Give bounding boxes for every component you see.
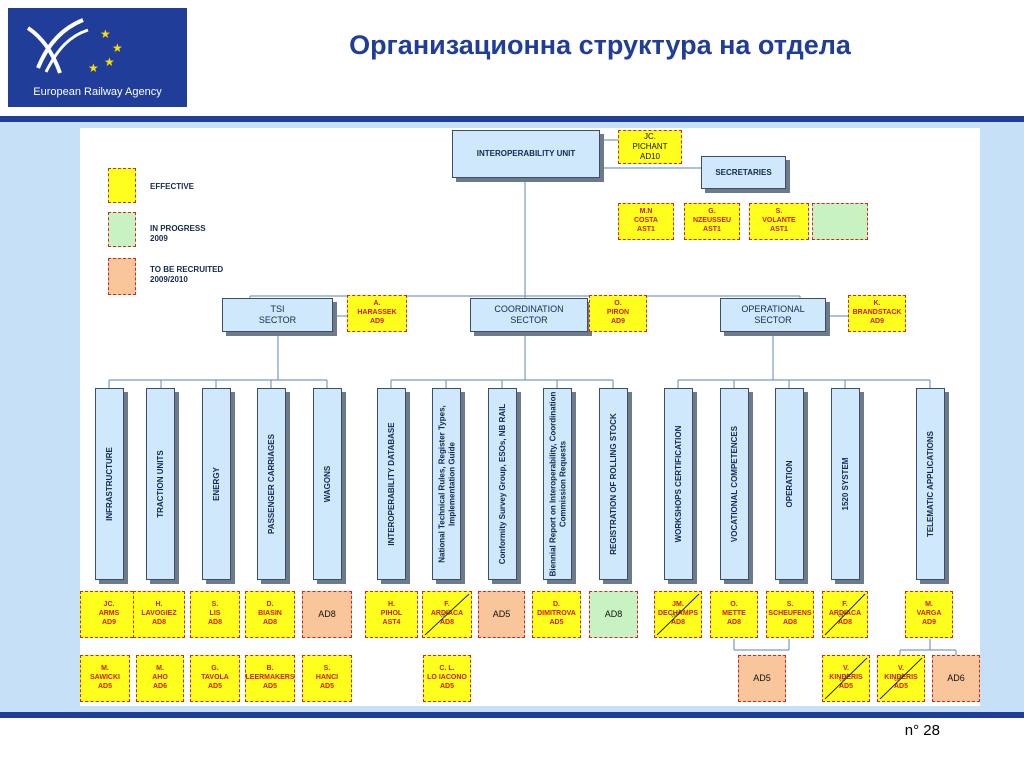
staff-tile-conformity-1: AD5 [478, 591, 525, 638]
staff-tile-national-rules-1: F. ARDIACA AD8 50% [422, 591, 472, 638]
era-logo: ★ ★ ★ ★ European Railway Agency [8, 8, 187, 107]
column-national-technical-rules: National Technical Rules, Register Types… [432, 388, 461, 580]
staff-tile-workshops-1-text: JM. DECHAMPS AD8 [657, 601, 699, 626]
secretary-tile-2: G. NZEUSSEU AST1 [684, 203, 740, 240]
column-operation: OPERATION [775, 388, 804, 580]
column-1520-system-label: 1520 SYSTEM [840, 457, 850, 511]
staff-tile-biennial-1: D. DIMITROVA AD5 [532, 591, 581, 638]
column-wagons: WAGONS [313, 388, 342, 580]
unit-head-tile: JC. PICHANT AD10 [618, 130, 682, 164]
column-conformity-survey: Conformity Survey Group, ESOs, NB RAIL [488, 388, 517, 580]
staff-tile-telematic-1: M. VARGA AD9 [905, 591, 953, 638]
staff-tile-operation-1: S. SCHEUFENS AD8 [766, 591, 814, 638]
staff-tile-energy-2: G. TAVOLA AD5 [190, 655, 240, 702]
svg-text:★: ★ [112, 41, 123, 55]
era-logo-icon: ★ ★ ★ ★ [26, 18, 123, 75]
oper-tile-kinderis-1: V. KINDERIS AD5 50% [822, 655, 870, 702]
column-biennial-report-label: Biennial Report on Interoperability, Coo… [547, 391, 567, 577]
secretaries-box: SECRETARIES [701, 156, 786, 189]
coordination-sector-head-tile: O. PIRON AD9 [589, 295, 647, 332]
oper-tile-kinderis-2-text: V. KINDERIS AD5 [884, 665, 918, 690]
column-national-technical-rules-label: National Technical Rules, Register Types… [436, 405, 456, 563]
oper-tile-kinderis-1-text: V. KINDERIS AD5 [829, 665, 863, 690]
tsi-sector-box: TSI SECTOR [222, 298, 333, 332]
secretary-tile-in-progress [812, 203, 868, 240]
column-vocational-competences-label: VOCATIONAL COMPETENCES [729, 425, 739, 543]
column-passenger-carriages: PASSENGER CARRIAGES [257, 388, 286, 580]
org-chart: EFFECTIVE IN PROGRESS 2009 TO BE RECRUIT… [80, 128, 980, 706]
slash-mark [879, 657, 923, 700]
staff-tile-1520-1: F. ARDIACA AD8 50% [822, 591, 868, 638]
staff-tile-workshops-1: JM. DECHAMPS AD8 50% [654, 591, 702, 638]
legend-to-be-recruited-swatch [108, 258, 136, 295]
secretary-tile-1: M.N COSTA AST1 [618, 203, 674, 240]
svg-text:★: ★ [104, 55, 115, 69]
column-registration-rolling-stock: REGISTRATION OF ROLLING STOCK [599, 388, 628, 580]
column-passenger-carriages-label: PASSENGER CARRIAGES [266, 434, 276, 534]
column-biennial-report: Biennial Report on Interoperability, Coo… [543, 388, 572, 580]
legend-to-be-recruited-label: TO BE RECRUITED 2009/2010 [150, 265, 224, 284]
slash-mark [424, 593, 470, 636]
oper-tile-kinderis-2: V. KINDERIS AD5 50% [877, 655, 925, 702]
staff-tile-conformity-2: C. L. LO IACONO AD5 [423, 655, 471, 702]
column-operation-label: OPERATION [784, 460, 794, 508]
staff-tile-infrastructure-1: JC. ARMS AD9 [80, 591, 138, 638]
secretary-tile-3: S. VOLANTE AST1 [749, 203, 809, 240]
staff-tile-1520-1-text: F. ARDIACA AD8 [828, 601, 862, 626]
interoperability-unit-box: INTEROPERABILITY UNIT [452, 130, 600, 178]
column-infrastructure: INFRASTRUCTURE [95, 388, 124, 580]
operational-sector-box: OPERATIONAL SECTOR [720, 298, 826, 332]
legend-effective-label: EFFECTIVE [150, 182, 195, 191]
legend-effective-swatch [108, 168, 136, 203]
staff-tile-passenger-2: B. LEERMAKERS AD5 [245, 655, 295, 702]
column-wagons-label: WAGONS [322, 465, 332, 503]
connector-lines [108, 139, 957, 655]
bottom-band [0, 712, 1024, 718]
staff-tile-vocational-1: O. METTE AD8 [710, 591, 758, 638]
column-infrastructure-label: INFRASTRUCTURE [104, 447, 114, 521]
column-vocational-competences: VOCATIONAL COMPETENCES [720, 388, 749, 580]
staff-tile-wagons-1: AD8 [302, 591, 352, 638]
column-energy: ENERGY [202, 388, 231, 580]
staff-tile-infrastructure-2: M. SAWICKI AD5 [80, 655, 130, 702]
staff-tile-interop-db-1: H. PIHOL AST4 [365, 591, 418, 638]
legend-in-progress-swatch [108, 212, 136, 247]
column-registration-rolling-stock-label: REGISTRATION OF ROLLING STOCK [608, 413, 618, 555]
column-energy-label: ENERGY [211, 467, 221, 501]
staff-tile-traction-1: H. LAVOGIEZ AD8 [133, 591, 185, 638]
svg-text:★: ★ [100, 27, 111, 41]
staff-tile-registration-1: AD8 [589, 591, 638, 638]
column-workshops-certification: WORKSHOPS CERTIFICATION [664, 388, 693, 580]
column-traction-units-label: TRACTION UNITS [155, 450, 165, 518]
staff-tile-energy-1: S. LIS AD8 [190, 591, 240, 638]
column-1520-system: 1520 SYSTEM [831, 388, 860, 580]
column-workshops-certification-label: WORKSHOPS CERTIFICATION [673, 425, 683, 543]
staff-tile-national-rules-1-text: F. ARDIACA AD8 [430, 601, 464, 626]
top-band [0, 116, 1024, 122]
page-number: n° 28 [904, 722, 940, 739]
slash-mark [656, 593, 700, 636]
tsi-sector-head-tile: A. HARASSEK AD9 [347, 295, 407, 332]
slash-mark [824, 593, 866, 636]
staff-tile-wagons-2: S. HANCI AD5 [302, 655, 352, 702]
page-title: Организационна структура на отдела [349, 30, 851, 60]
logo-text: European Railway Agency [33, 86, 162, 98]
slash-mark [824, 657, 868, 700]
column-interoperability-database: INTEROPERABILITY DATABASE [377, 388, 406, 580]
coordination-sector-box: COORDINATION SECTOR [470, 298, 588, 332]
column-traction-units: TRACTION UNITS [146, 388, 175, 580]
column-telematic-applications: TELEMATIC APPLICATIONS [916, 388, 945, 580]
svg-text:★: ★ [88, 61, 99, 75]
staff-tile-traction-2: M. AHO AD6 [136, 655, 184, 702]
oper-tile-ad5: AD5 [738, 655, 786, 702]
staff-tile-passenger-1: D. BIASIN AD8 [245, 591, 295, 638]
operational-sector-head-tile: K. BRANDSTACK AD9 [848, 295, 906, 332]
column-telematic-applications-label: TELEMATIC APPLICATIONS [925, 430, 935, 538]
legend-in-progress-label: IN PROGRESS 2009 [150, 224, 206, 243]
oper-tile-ad6: AD6 [932, 655, 980, 702]
column-conformity-survey-label: Conformity Survey Group, ESOs, NB RAIL [497, 403, 507, 565]
column-interoperability-database-label: INTEROPERABILITY DATABASE [386, 422, 396, 546]
